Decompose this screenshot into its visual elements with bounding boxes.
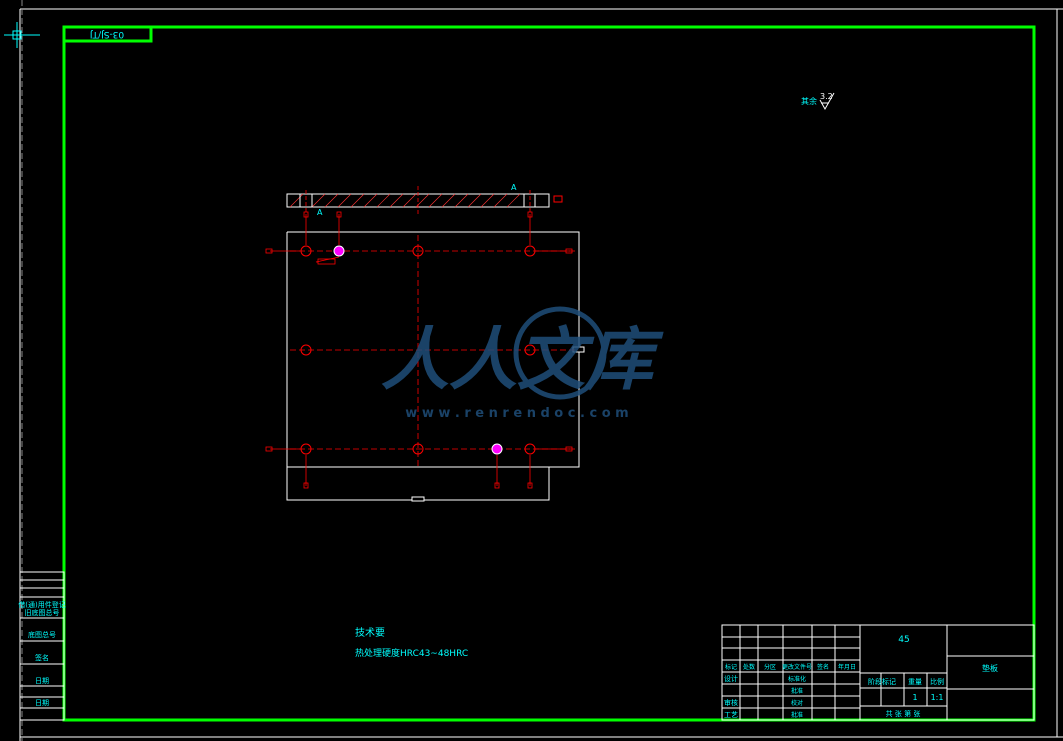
roughness-value: 3.2 (820, 92, 833, 101)
watermark: 人人文库 w w w . r e n r e n d o c . c o m (381, 306, 664, 421)
tech-requirements-line1: 热处理硬度HRC43~48HRC (355, 647, 468, 659)
section-marker-left: A (317, 208, 323, 217)
mid-role-1: 批准 (791, 687, 803, 695)
left-strip-label-2: 底图总号 (28, 630, 56, 639)
roughness-symbol (819, 92, 835, 111)
role-design: 设计 (724, 674, 738, 683)
mid-role-2: 校对 (791, 699, 803, 707)
crosshair-cursor (4, 22, 40, 48)
header-sign: 签名 (817, 663, 829, 671)
left-strip-label-0: 借(通)用件登记 (18, 600, 65, 609)
left-strip-label-4: 日期 (35, 677, 49, 685)
header-zone: 分区 (764, 663, 776, 671)
scale-value: 1:1 (931, 693, 944, 702)
left-strip (19, 571, 65, 721)
drawing-title: 垫板 (982, 663, 998, 673)
watermark-url: w w w . r e n r e n d o c . c o m (405, 406, 628, 421)
dowel-pin-holes (333, 245, 503, 455)
role-process: 工艺 (724, 711, 738, 719)
drawing-code-box (62, 25, 153, 43)
right-header-weight: 重量 (908, 678, 922, 686)
sheet-count: 共 张 第 张 (886, 709, 921, 718)
left-strip-label-1: 旧底图总号 (25, 608, 60, 617)
drawing-frame (62, 25, 1036, 722)
header-doc: 更改文件号 (782, 663, 812, 671)
mid-role-0: 标准化 (788, 675, 806, 683)
title-block (721, 624, 1035, 721)
watermark-logo: 人人文库 (381, 321, 664, 400)
bolt-holes (300, 245, 536, 455)
mid-role-3: 批准 (791, 711, 803, 719)
header-count: 处数 (743, 663, 755, 671)
section-marker-top: A (511, 183, 517, 192)
hole-extension-lines (265, 211, 573, 489)
part-material: 45 (898, 635, 909, 645)
plate-front-view (286, 231, 585, 502)
section-view (286, 186, 563, 214)
right-header-stage: 阶段标记 (868, 677, 896, 686)
header-mark: 标记 (725, 663, 737, 671)
roughness-label: 其余 (801, 96, 817, 106)
right-header-scale: 比例 (930, 677, 944, 686)
role-review: 审核 (724, 698, 738, 707)
header-date: 年月日 (838, 663, 856, 671)
tech-requirements-title: 技术要 (355, 626, 385, 639)
left-strip-label-5: 日期 (35, 699, 49, 707)
quantity-value: 1 (912, 693, 917, 702)
left-strip-label-3: 签名 (35, 653, 49, 662)
drawing-code: 03-SJ/TJ (90, 29, 124, 39)
